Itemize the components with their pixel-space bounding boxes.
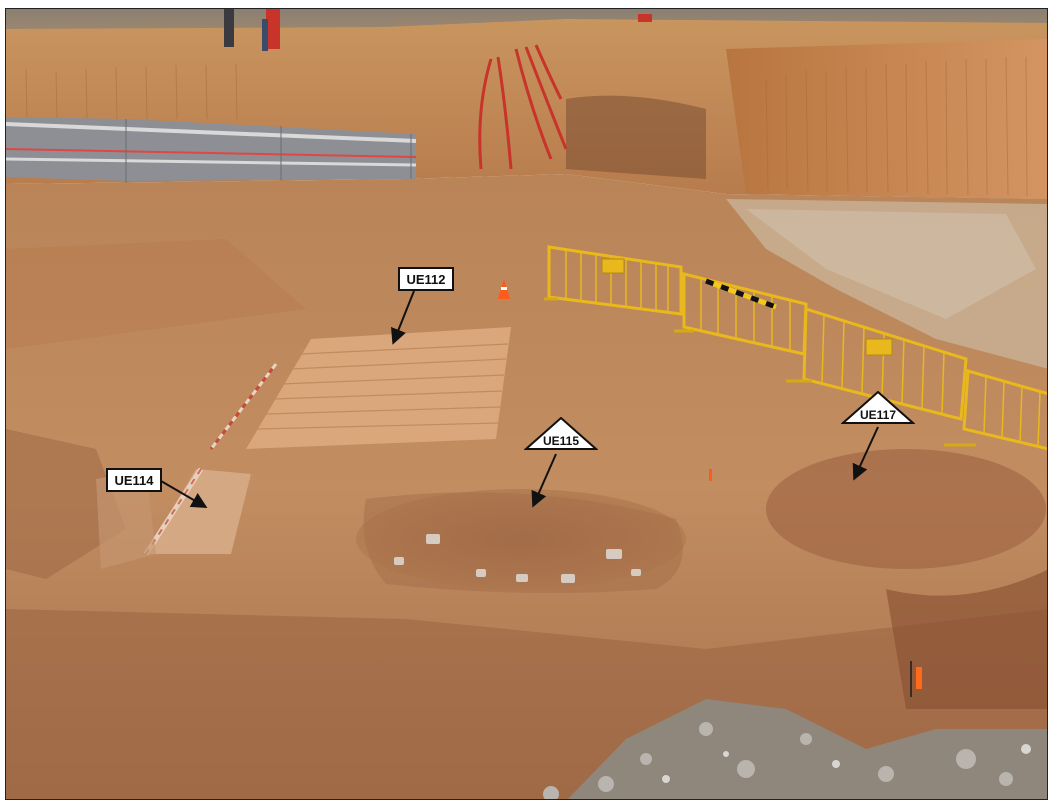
label-ue112: UE112 [398,267,454,291]
triangle-marker-icon [841,391,915,424]
label-ue115: UE115 [524,417,598,451]
label-ue114: UE114 [106,468,162,492]
triangle-marker-icon [524,417,598,450]
excavation-photo [6,9,1047,799]
photo-frame: UE112 UE114 UE115 UE117 [5,8,1048,800]
label-ue115-text: UE115 [542,434,580,448]
label-ue117-text: UE117 [859,408,897,422]
label-ue117: UE117 [841,391,915,425]
